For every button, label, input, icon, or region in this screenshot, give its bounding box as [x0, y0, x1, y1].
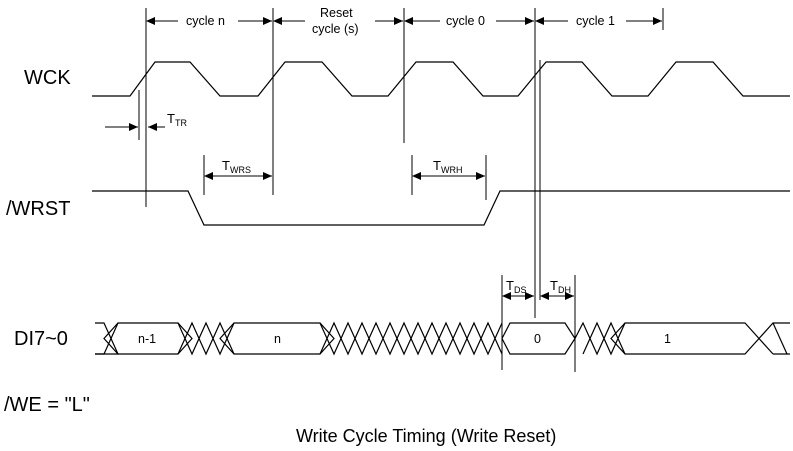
reset-cycle-label-line1: Reset [320, 6, 353, 20]
data-value-n-minus-1: n-1 [138, 332, 156, 346]
cycle-0-label: cycle 0 [446, 14, 485, 28]
cycle-1-label: cycle 1 [576, 14, 615, 28]
wck-label: WCK [24, 67, 71, 89]
tds-label: TDS [506, 278, 526, 295]
data-value-0: 0 [534, 332, 541, 346]
we-note: /WE = "L" [4, 394, 90, 416]
wrst-label: /WRST [6, 198, 70, 220]
tdh-label: TDH [550, 278, 571, 295]
twrs-label: TWRS [222, 158, 251, 175]
wrst-waveform [92, 190, 790, 226]
reset-cycle-label-line2: cycle (s) [312, 22, 359, 36]
wck-waveform [92, 61, 790, 97]
diagram-caption: Write Cycle Timing (Write Reset) [296, 426, 556, 446]
data-bus-waveform [95, 321, 790, 356]
ttr-label: TTR [167, 111, 187, 128]
data-bus-label: DI7~0 [14, 328, 68, 350]
cycle-n-label: cycle n [186, 14, 225, 28]
data-value-1: 1 [664, 332, 671, 346]
data-value-n: n [274, 332, 281, 346]
twrh-label: TWRH [433, 158, 462, 175]
